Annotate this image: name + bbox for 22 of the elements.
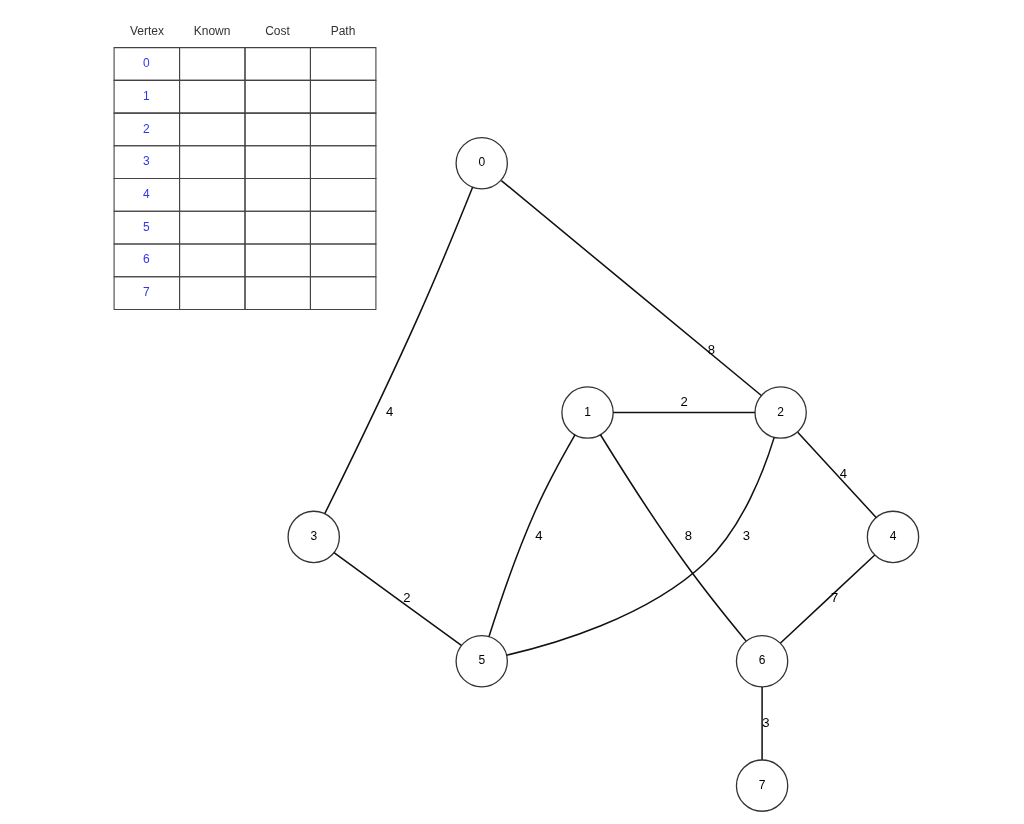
edge-label: 4 <box>385 403 394 419</box>
edge-label: 4 <box>839 466 847 482</box>
label: 6 <box>143 252 150 267</box>
label: 4 <box>143 186 150 201</box>
edge-label: 8 <box>707 341 715 357</box>
edge-label: 3 <box>742 528 750 544</box>
label: 2 <box>143 121 150 136</box>
edge-label: 2 <box>403 590 411 606</box>
edge-label: 3 <box>762 714 770 730</box>
label: Cost <box>265 24 290 39</box>
edge-label: 4 <box>535 528 543 544</box>
label: Vertex <box>129 24 164 39</box>
label: 5 <box>143 219 150 234</box>
edge-label: 8 <box>684 528 693 544</box>
label: 1 <box>143 88 150 103</box>
label: Path <box>330 24 356 39</box>
label: Known <box>193 24 231 39</box>
label: 0 <box>143 56 150 71</box>
label: 7 <box>143 285 150 300</box>
label: 3 <box>143 154 150 169</box>
edge-label: 2 <box>680 393 688 409</box>
edge-label: 7 <box>831 590 839 606</box>
